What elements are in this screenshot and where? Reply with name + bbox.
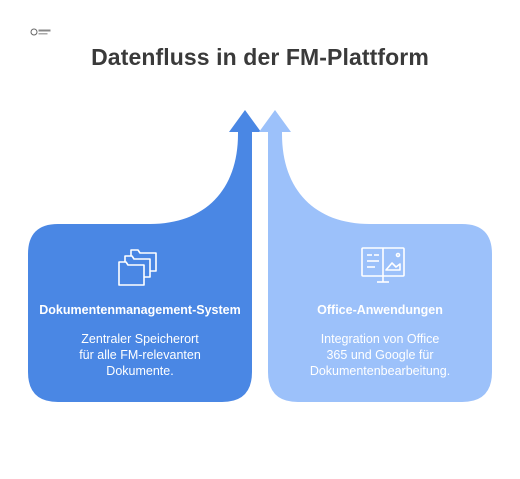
folders-icon [118, 249, 157, 286]
left-panel: Dokumentenmanagement-System Zentraler Sp… [28, 303, 252, 379]
panel-description: Integration von Office 365 und Google fü… [268, 331, 492, 379]
document-monitor-icon [361, 247, 405, 283]
right-panel: Office-Anwendungen Integration von Offic… [268, 303, 492, 379]
panel-description-line: 365 und Google für [326, 348, 434, 362]
panel-description: Zentraler Speicherort für alle FM-releva… [28, 331, 252, 379]
panel-description-line: Integration von Office [320, 332, 440, 346]
page-title: Datenfluss in der FM-Plattform [91, 44, 429, 70]
panel-description-line: für alle FM-relevanten [79, 348, 201, 362]
panel-description-line: Dokumente. [106, 364, 174, 378]
right-panel-shape [259, 110, 492, 402]
panel-description-line: Zentraler Speicherort [81, 332, 199, 346]
panel-heading: Office-Anwendungen [317, 303, 443, 317]
panel-heading: Dokumentenmanagement-System [39, 303, 241, 317]
panel-description-line: Dokumentenbearbeitung. [309, 364, 451, 378]
logo-icon [30, 28, 51, 36]
left-panel-shape [28, 110, 261, 402]
